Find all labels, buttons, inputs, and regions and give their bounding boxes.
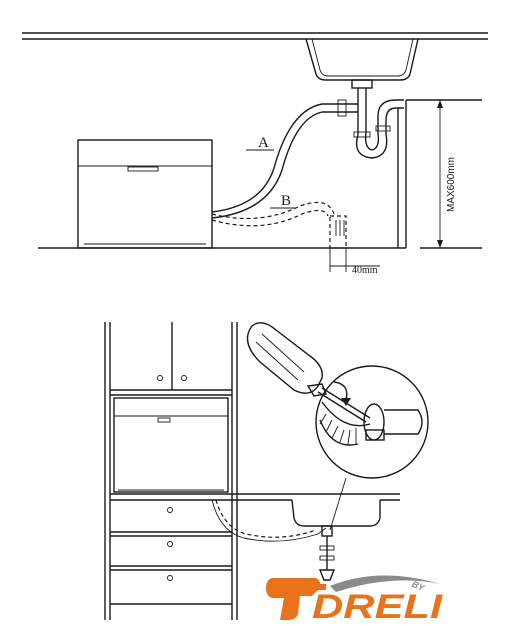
drawer-stack [110, 507, 232, 605]
hose-a [211, 103, 323, 219]
drill-icon [266, 578, 321, 620]
top-diagram: MAX600mm A B [22, 32, 488, 276]
dimension-max600 [406, 99, 482, 249]
dreli-logo: DRELI BY [266, 575, 444, 626]
dimension-40mm [329, 248, 380, 272]
detail-zoom [315, 365, 429, 531]
logo-text: DRELI [312, 588, 444, 626]
max-height-label: MAX600mm [446, 157, 457, 212]
screwdriver [246, 322, 371, 423]
logo-swoosh [330, 575, 440, 592]
bottom-diagram [104, 322, 429, 620]
countertop [22, 32, 488, 40]
counter-and-sink [110, 493, 400, 527]
hose-b [211, 201, 347, 249]
drain-hose [211, 499, 327, 542]
offset-label: 40mm [352, 265, 378, 276]
sink-trap-fitting [318, 525, 336, 581]
dishwasher-in-cabinet [113, 397, 229, 493]
dishwasher-unit [77, 139, 213, 249]
hose-b-label: B [281, 193, 291, 209]
sink-basin [305, 38, 419, 89]
hose-corrugations [319, 413, 357, 445]
hose-a-label: A [258, 135, 269, 151]
drain-trap [322, 88, 407, 248]
